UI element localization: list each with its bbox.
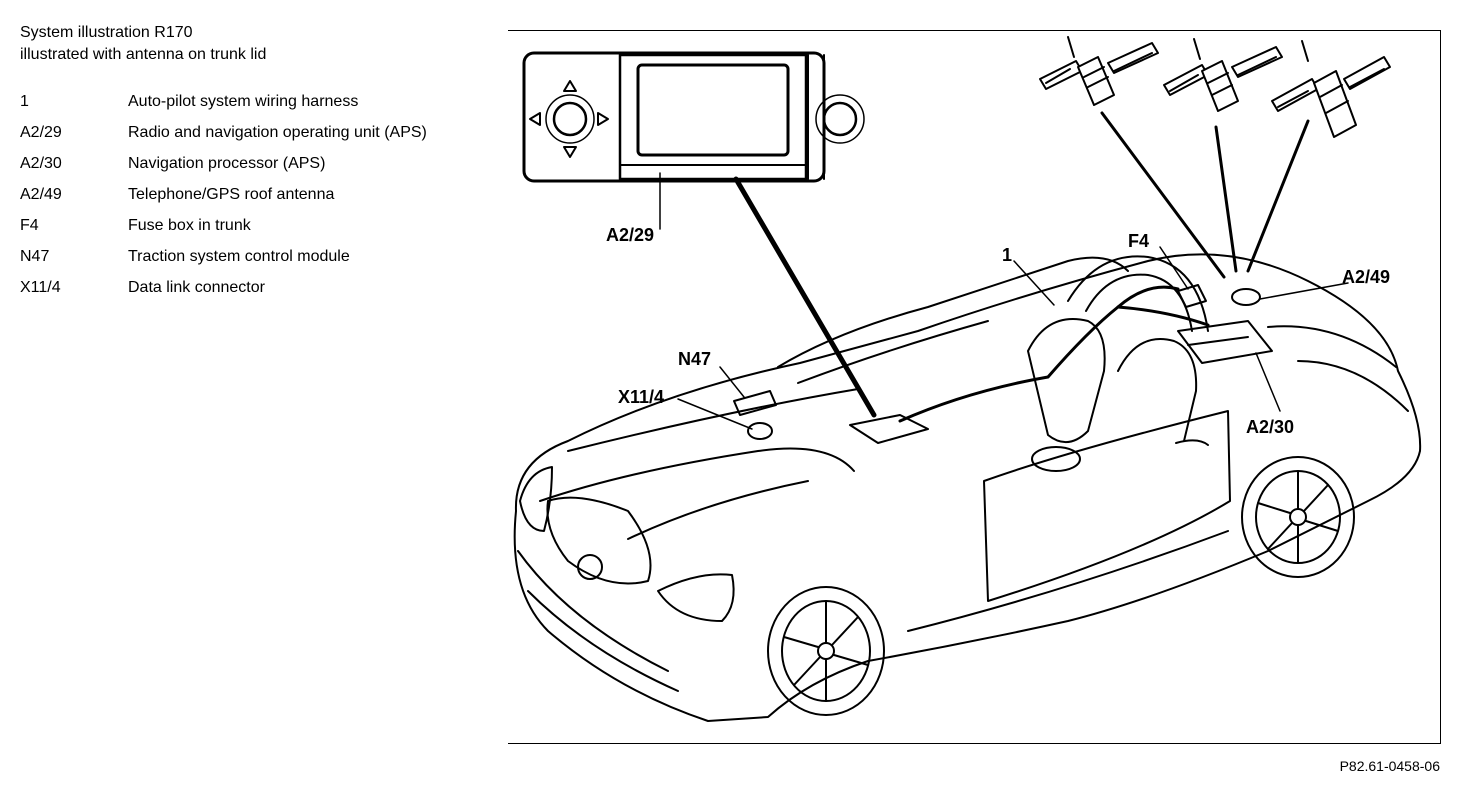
- legend-code: X11/4: [20, 279, 61, 296]
- legend-desc: Fuse box in trunk: [128, 217, 251, 234]
- legend-code: 1: [20, 93, 29, 110]
- legend-code: A2/29: [20, 124, 62, 141]
- legend-desc: Traction system control module: [128, 248, 350, 265]
- legend-row: A2/49 Telephone/GPS roof antenna: [20, 185, 448, 205]
- callout-a2-29: A2/29: [606, 225, 655, 245]
- legend-row: N47 Traction system control module: [20, 247, 448, 267]
- legend-desc: Data link connector: [128, 279, 265, 296]
- a2-30-processor: [1177, 320, 1273, 364]
- component-legend: 1 Auto-pilot system wiring harness A2/29…: [20, 92, 448, 309]
- connector-lines: [733, 176, 877, 418]
- legend-code: A2/30: [20, 155, 62, 172]
- satellite-icon: [1271, 40, 1391, 138]
- n47-module: [733, 390, 777, 416]
- callout-f4: F4: [1128, 231, 1150, 251]
- car-illustration-svg: [513, 36, 1422, 722]
- legend-row: F4 Fuse box in trunk: [20, 216, 448, 236]
- system-illustration-figure: A2/29 N47 X11/4 1 F4 A2/49 A2/30: [508, 30, 1441, 744]
- callout-leaders: [659, 172, 1349, 430]
- figure-reference: P82.61-0458-06: [1339, 758, 1440, 774]
- legend-desc: Radio and navigation operating unit (APS…: [128, 124, 427, 141]
- rear-wheel: [1241, 456, 1355, 578]
- wiring-harness: [898, 285, 1210, 423]
- title-line-1: System illustration R170: [20, 24, 193, 41]
- legend-desc: Navigation processor (APS): [128, 155, 326, 172]
- callout-n47: N47: [678, 349, 712, 369]
- title-line-2: illustrated with antenna on trunk lid: [20, 46, 267, 63]
- callout-a2-30: A2/30: [1246, 417, 1295, 437]
- callout-a2-49: A2/49: [1342, 267, 1391, 287]
- callout-1: 1: [1002, 245, 1013, 265]
- satellite-signal-lines: [1100, 111, 1310, 279]
- x11-4-connector: [747, 422, 773, 440]
- satellite-icon: [1039, 36, 1159, 106]
- legend-code: A2/49: [20, 186, 62, 203]
- legend-code: N47: [20, 248, 50, 265]
- legend-row: A2/29 Radio and navigation operating uni…: [20, 123, 448, 143]
- callout-x11-4: X11/4: [618, 387, 665, 407]
- radio-navigation-unit: [522, 51, 865, 183]
- satellite-icon: [1163, 38, 1283, 112]
- a2-49-antenna: [1231, 288, 1261, 306]
- legend-desc: Auto-pilot system wiring harness: [128, 93, 359, 110]
- diagram-title: System illustration R170 illustrated wit…: [20, 22, 266, 66]
- f4-fuse-box: [1177, 284, 1207, 308]
- legend-row: 1 Auto-pilot system wiring harness: [20, 92, 448, 112]
- legend-desc: Telephone/GPS roof antenna: [128, 186, 335, 203]
- legend-code: F4: [20, 217, 39, 234]
- legend-row: A2/30 Navigation processor (APS): [20, 154, 448, 174]
- car-body: [513, 253, 1422, 722]
- legend-row: X11/4 Data link connector: [20, 278, 448, 298]
- a2-29-cockpit-unit: [849, 414, 929, 444]
- front-wheel: [767, 586, 885, 716]
